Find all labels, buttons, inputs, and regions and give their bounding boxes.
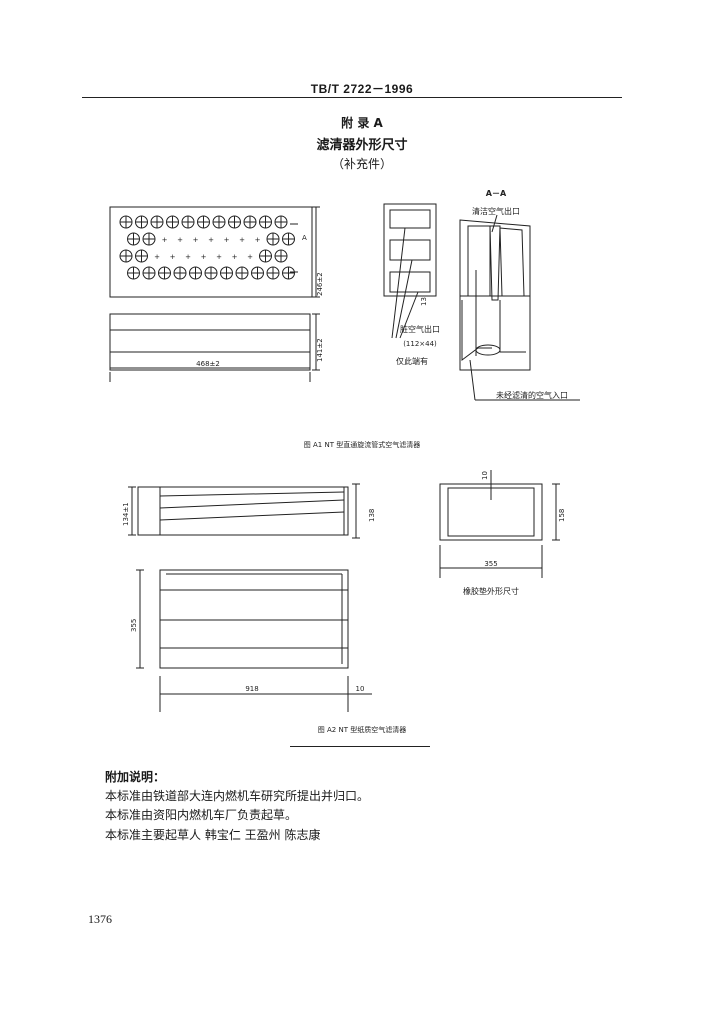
label-dirty-outlet-size: (112×44) [403,340,437,348]
dim-front-height-355: 355 [130,619,138,632]
small-tube-mark: + [247,253,253,261]
small-tube-mark: + [232,253,238,261]
header-rule [82,97,622,98]
cyclone-tube-cross [236,267,248,279]
dim-gasket-height-158: 158 [558,509,566,522]
label-only-this-end: 仅此端有 [396,356,428,366]
small-tube-mark: + [255,236,261,244]
dim-left-height-134: 134±1 [122,502,130,526]
appendix-title: 滤清器外形尺寸 [316,138,408,153]
dim-right-height-138: 138 [368,509,376,522]
notes-heading: 附加说明： [105,770,166,784]
dim-gasket-width-355: 355 [484,560,497,568]
notes-line-3: 本标准主要起草人 韩宝仁 王盈州 陈志康 [105,828,321,842]
small-tube-mark: + [201,253,207,261]
cyclone-tube-cross [282,233,295,245]
cyclone-tube-cross [197,216,210,228]
small-tube-mark: + [185,253,191,261]
cyclone-tube-cross [244,216,256,228]
small-tube-mark: + [193,236,199,244]
cyclone-tube-cross [213,216,225,228]
cyclone-tube-cross [259,250,272,262]
cyclone-tube-cross [143,233,155,245]
cyclone-tube-cross [251,267,264,279]
appendix-label: 附 录 A [341,116,383,130]
dim-gap-13: 13 [420,297,428,306]
notes-line-1: 本标准由铁道部大连内燃机车研究所提出并归口。 [105,789,370,803]
front-view-outline [109,206,313,298]
filter-plan-view [159,569,349,669]
standard-number: TB/T 2722－1996 [310,82,414,96]
caption-rule [290,746,430,747]
notes-line-2: 本标准由资阳内燃机车厂负责起草。 [105,808,298,822]
cyclone-tube-cross [282,267,295,279]
cyclone-tube-cross [205,267,217,279]
end-view-outline [383,203,437,297]
cyclone-tube-cross [135,250,148,262]
gasket-label: 橡胶垫外形尺寸 [463,586,519,596]
cyclone-tube-grid: + + + + + + + + + + + + + + [119,215,295,280]
small-tube-mark: + [208,236,214,244]
cyclone-tube-cross [120,250,132,262]
section-aa-outline [459,219,531,371]
small-tube-mark: + [239,236,245,244]
label-clean-outlet: 清洁空气出口 [472,206,520,216]
cyclone-tube-cross [267,233,279,245]
dim-height-246: 246±2 [316,272,324,296]
figure-a1-caption: 图 A1 NT 型直通旋流管式空气滤清器 [303,441,421,449]
cyclone-tube-cross [158,267,171,279]
cyclone-tube-cross [166,216,179,228]
top-view-outline [109,313,311,371]
small-tube-mark: + [170,253,176,261]
cyclone-tube-cross [151,216,163,228]
figure-a2-caption: 图 A2 NT 型纸质空气滤清器 [317,726,407,734]
small-tube-mark: + [177,236,183,244]
cyclone-tube-cross [275,250,287,262]
label-unfiltered-inlet: 未经滤清的空气入口 [496,390,568,400]
cyclone-tube-cross [143,267,155,279]
section-aa-label: A－A [486,189,507,198]
small-tube-mark: + [162,236,168,244]
small-tube-mark: + [154,253,160,261]
dim-gasket-top-10: 10 [481,471,489,480]
section-mark-a: A [302,234,307,242]
small-tube-mark: + [224,236,230,244]
cyclone-tube-cross [228,216,241,228]
small-tube-mark: + [216,253,222,261]
filter-side-view [137,486,349,536]
cyclone-tube-cross [127,267,140,279]
cyclone-tube-cross [127,233,140,245]
appendix-subtitle: （补充件） [331,157,392,171]
cyclone-tube-cross [259,216,272,228]
page-number: 1376 [88,912,112,926]
dim-width-468: 468±2 [196,360,220,368]
cyclone-tube-cross [189,267,202,279]
cyclone-tube-cross [275,216,287,228]
cyclone-tube-cross [120,216,132,228]
cyclone-tube-cross [182,216,194,228]
dim-edge-10: 10 [356,685,365,693]
cyclone-tube-cross [220,267,233,279]
label-dirty-outlet: 脏空气出口 [400,324,440,334]
cyclone-tube-cross [174,267,186,279]
dim-depth-141: 141±2 [316,338,324,362]
cyclone-tube-cross [135,216,148,228]
cyclone-tube-cross [267,267,279,279]
dim-length-918: 918 [245,685,258,693]
